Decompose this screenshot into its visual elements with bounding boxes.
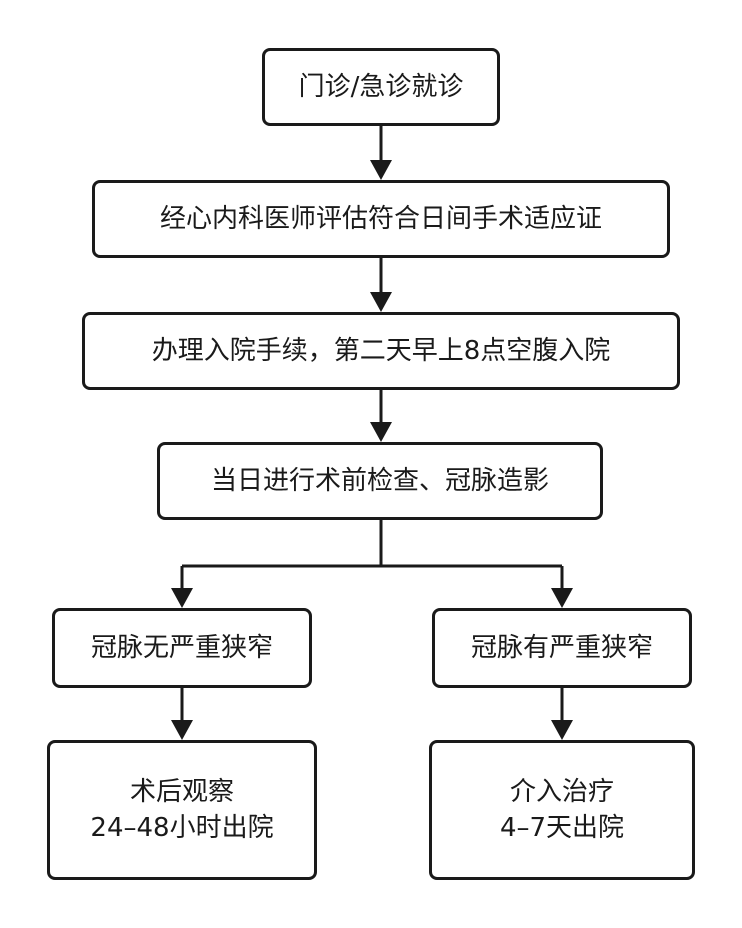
arrowhead-stenosis-to-intervene: [551, 720, 573, 740]
node-no-stenosis: 冠脉无严重狭窄: [52, 608, 312, 688]
node-exam-label: 当日进行术前检查、冠脉造影: [210, 466, 549, 496]
node-intervene-line2: 4–7天出院: [499, 813, 625, 843]
node-assess: 经心内科医师评估符合日间手术适应证: [92, 180, 670, 258]
node-visit-label: 门诊/急诊就诊: [298, 72, 464, 102]
node-exam: 当日进行术前检查、冠脉造影: [157, 442, 603, 520]
node-observe-line1: 术后观察: [129, 777, 234, 807]
node-stenosis: 冠脉有严重狭窄: [432, 608, 692, 688]
arrowhead-assess-to-admit: [370, 292, 392, 312]
node-intervene: 介入治疗 4–7天出院: [429, 740, 695, 880]
node-observe-line2: 24–48小时出院: [90, 813, 274, 843]
node-stenosis-label: 冠脉有严重狭窄: [470, 633, 653, 663]
arrowhead-no-stenosis-to-observe: [171, 720, 193, 740]
node-observe: 术后观察 24–48小时出院: [47, 740, 317, 880]
node-assess-label: 经心内科医师评估符合日间手术适应证: [159, 204, 602, 234]
arrowhead-admit-to-exam: [370, 422, 392, 442]
node-admit-label: 办理入院手续，第二天早上8点空腹入院: [151, 336, 611, 366]
node-visit: 门诊/急诊就诊: [262, 48, 500, 126]
node-admit: 办理入院手续，第二天早上8点空腹入院: [82, 312, 680, 390]
arrowhead-visit-to-assess: [370, 160, 392, 180]
arrowhead-split-to-stenosis: [551, 588, 573, 608]
arrowhead-split-to-no-stenosis: [171, 588, 193, 608]
arrow-exam-split-stem: [182, 518, 562, 568]
node-no-stenosis-label: 冠脉无严重狭窄: [90, 633, 273, 663]
node-intervene-line1: 介入治疗: [509, 777, 614, 807]
